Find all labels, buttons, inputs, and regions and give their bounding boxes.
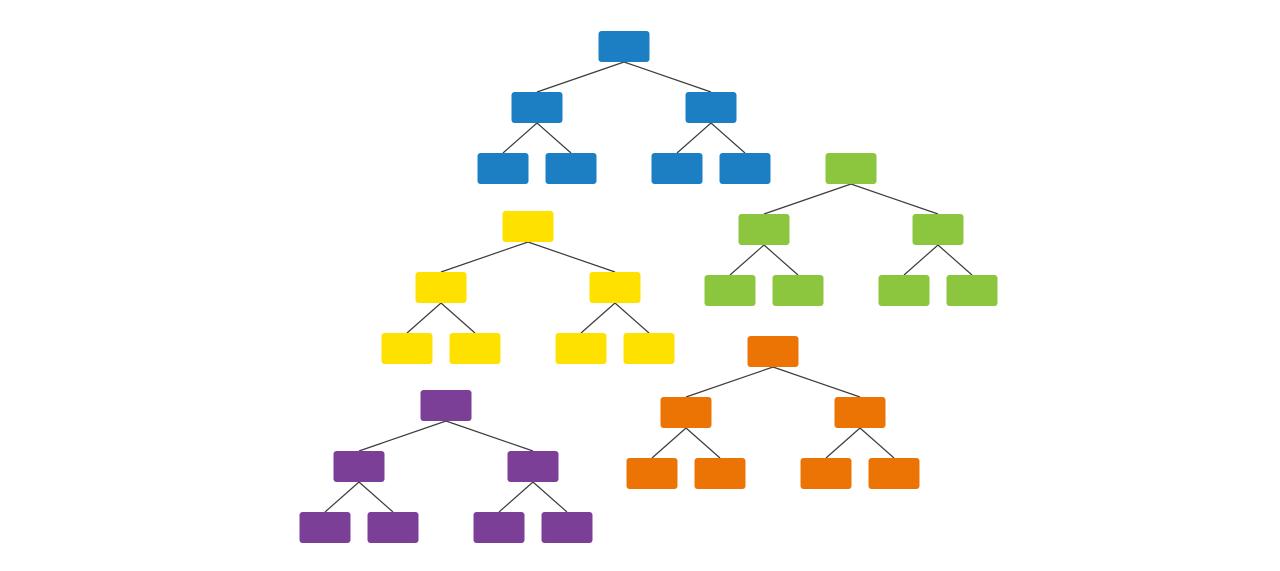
orange-tree-leaf-node-2 <box>694 458 746 489</box>
green-tree-edge-child-2-to-leaf-1 <box>903 244 939 276</box>
yellow-tree-edge-child-1-to-leaf-1 <box>406 302 442 334</box>
green-tree-leaf-node-3 <box>878 275 930 306</box>
orange-tree-leaf-node-4 <box>868 458 920 489</box>
orange-tree-child-node-1 <box>660 397 712 428</box>
yellow-tree-leaf-node-1 <box>381 333 433 364</box>
blue-tree-leaf-node-1 <box>477 153 529 184</box>
orange-tree-child-node-2 <box>834 397 886 428</box>
orange-tree-leaf-node-3 <box>800 458 852 489</box>
orange-tree-leaf-node-1 <box>626 458 678 489</box>
blue-tree-child-node-2 <box>685 92 737 123</box>
purple-tree-leaf-node-4 <box>541 512 593 543</box>
blue-tree-leaf-node-4 <box>719 153 771 184</box>
purple-tree-leaf-node-3 <box>473 512 525 543</box>
purple-tree-leaf-node-2 <box>367 512 419 543</box>
blue-tree-leaf-node-2 <box>545 153 597 184</box>
purple-tree-leaf-node-1 <box>299 512 351 543</box>
node-boxes <box>299 31 998 543</box>
orange-tree-edge-child-2-to-leaf-2 <box>859 427 895 459</box>
purple-tree-child-node-1 <box>333 451 385 482</box>
purple-tree-child-node-2 <box>507 451 559 482</box>
connector-lines <box>324 61 973 513</box>
yellow-tree-edge-root-to-child-1 <box>440 241 529 273</box>
green-tree-leaf-node-4 <box>946 275 998 306</box>
blue-tree-edge-root-to-child-2 <box>623 61 712 93</box>
purple-tree-edge-root-to-child-2 <box>445 420 534 452</box>
green-tree-leaf-node-1 <box>704 275 756 306</box>
green-tree-leaf-node-2 <box>772 275 824 306</box>
blue-tree-edge-child-2-to-leaf-2 <box>710 122 746 154</box>
green-tree-edge-root-to-child-2 <box>850 183 939 215</box>
green-tree-edge-child-1-to-leaf-2 <box>763 244 799 276</box>
green-tree-child-node-1 <box>738 214 790 245</box>
green-tree-edge-child-1-to-leaf-1 <box>729 244 765 276</box>
orange-tree-edge-child-1-to-leaf-2 <box>685 427 721 459</box>
blue-tree-edge-child-1-to-leaf-1 <box>502 122 538 154</box>
purple-tree-edge-root-to-child-1 <box>358 420 447 452</box>
yellow-tree-edge-child-2-to-leaf-2 <box>614 302 650 334</box>
orange-tree-root-node <box>747 336 799 367</box>
yellow-tree-edge-child-1-to-leaf-2 <box>440 302 476 334</box>
yellow-tree-leaf-node-2 <box>449 333 501 364</box>
purple-tree-edge-child-1-to-leaf-2 <box>358 481 394 513</box>
yellow-tree-child-node-1 <box>415 272 467 303</box>
blue-tree-child-node-1 <box>511 92 563 123</box>
purple-tree-edge-child-1-to-leaf-1 <box>324 481 360 513</box>
purple-tree-edge-child-2-to-leaf-2 <box>532 481 568 513</box>
yellow-tree-leaf-node-4 <box>623 333 675 364</box>
blue-tree-edge-child-2-to-leaf-1 <box>676 122 712 154</box>
purple-tree-root-node <box>420 390 472 421</box>
blue-tree-edge-child-1-to-leaf-2 <box>536 122 572 154</box>
yellow-tree-edge-child-2-to-leaf-1 <box>580 302 616 334</box>
yellow-tree-edge-root-to-child-2 <box>527 241 616 273</box>
orange-tree-edge-root-to-child-2 <box>772 366 861 398</box>
orange-tree-edge-root-to-child-1 <box>685 366 774 398</box>
blue-tree-root-node <box>598 31 650 62</box>
green-tree-edge-root-to-child-1 <box>763 183 852 215</box>
blue-tree-edge-root-to-child-1 <box>536 61 625 93</box>
orange-tree-edge-child-2-to-leaf-1 <box>825 427 861 459</box>
yellow-tree-root-node <box>502 211 554 242</box>
green-tree-root-node <box>825 153 877 184</box>
green-tree-edge-child-2-to-leaf-2 <box>937 244 973 276</box>
blue-tree-leaf-node-3 <box>651 153 703 184</box>
green-tree-child-node-2 <box>912 214 964 245</box>
purple-tree-edge-child-2-to-leaf-1 <box>498 481 534 513</box>
yellow-tree-child-node-2 <box>589 272 641 303</box>
orange-tree-edge-child-1-to-leaf-1 <box>651 427 687 459</box>
yellow-tree-leaf-node-3 <box>555 333 607 364</box>
